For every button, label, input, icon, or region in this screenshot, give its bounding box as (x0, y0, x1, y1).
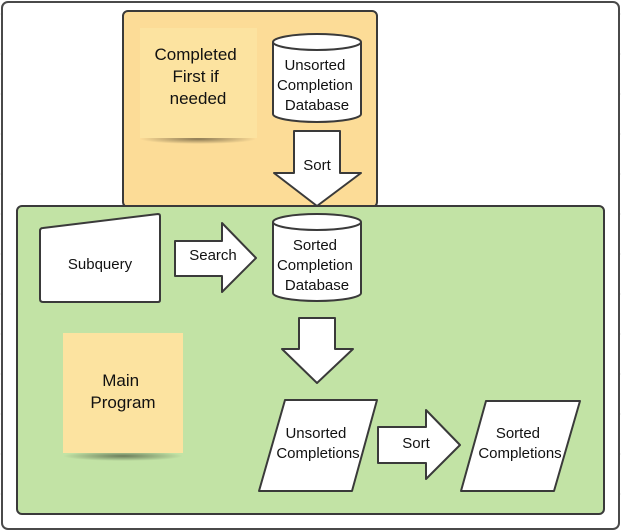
completed-first-note-text: Completed First if needed (155, 45, 242, 108)
sort-completions-arrow-label: Sort (402, 435, 430, 452)
search-arrow[interactable]: Search (174, 222, 257, 293)
search-arrow-label: Search (189, 247, 237, 264)
unsorted-completion-database-label: Unsorted Completion Database (277, 57, 357, 114)
main-program-note[interactable]: Main Program (63, 333, 183, 461)
sort-completions-arrow[interactable]: Sort (377, 409, 461, 480)
sort-db-arrow-label: Sort (303, 157, 331, 174)
unsorted-completions-node[interactable]: Unsorted Completions (258, 399, 378, 492)
subquery-label: Subquery (68, 256, 133, 273)
subquery-node[interactable]: Subquery (39, 213, 161, 303)
sort-db-arrow[interactable]: Sort (273, 130, 362, 207)
sorted-completions-node[interactable]: Sorted Completions (460, 400, 581, 492)
sorted-completion-database-label: Sorted Completion Database (277, 237, 357, 294)
main-program-note-shadow (63, 451, 183, 461)
main-program-note-body (63, 333, 183, 453)
unsorted-completions-label: Unsorted Completions (276, 425, 359, 462)
unsorted-completion-database[interactable]: Unsorted Completion Database (272, 33, 362, 123)
down-arrow[interactable] (281, 317, 354, 384)
sorted-completion-database[interactable]: Sorted Completion Database (272, 213, 362, 302)
main-program-note-text: Main Program (90, 371, 155, 412)
completed-first-note-body (140, 28, 257, 138)
sorted-completions-label: Sorted Completions (478, 425, 561, 462)
completed-first-note[interactable]: Completed First if needed (140, 28, 257, 144)
